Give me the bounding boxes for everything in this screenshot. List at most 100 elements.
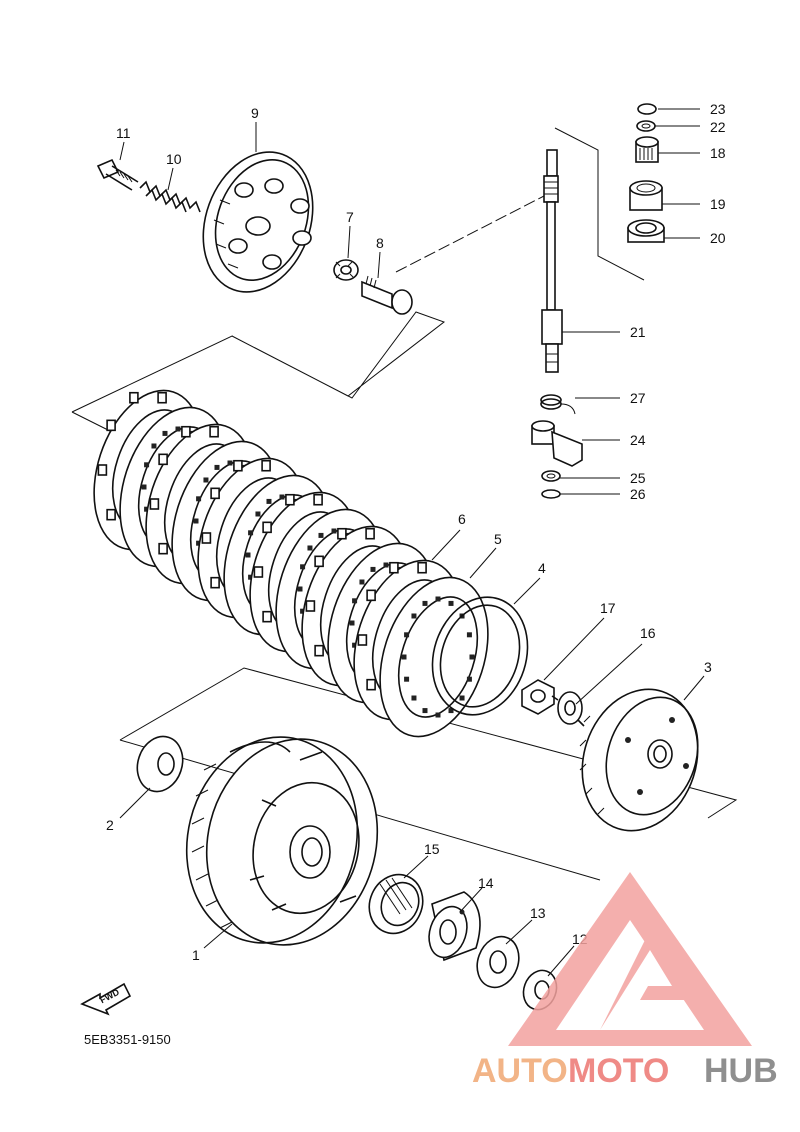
catalog-code: 5EB3351-9150 xyxy=(84,1032,171,1047)
plate-tooth xyxy=(151,443,157,449)
plate-tab xyxy=(262,610,272,623)
part-22-washer xyxy=(636,120,656,132)
plate-tooth xyxy=(383,562,389,568)
plate-tooth xyxy=(162,430,168,436)
plate-tooth xyxy=(435,596,441,602)
label-11: 11 xyxy=(116,125,131,141)
label-5: 5 xyxy=(494,531,502,547)
part-21-push-rod-shaft xyxy=(541,149,563,373)
plate-tab xyxy=(357,634,368,646)
plate-tab xyxy=(158,542,168,555)
part-3-clutch-boss xyxy=(579,688,699,832)
watermark-logo xyxy=(508,872,752,1046)
label-2: 2 xyxy=(106,817,114,833)
watermark-triangle-icon xyxy=(508,872,752,1046)
plate-tooth xyxy=(196,496,202,502)
plate-tab xyxy=(305,600,316,612)
label-19: 19 xyxy=(710,196,726,212)
plate-tab xyxy=(210,487,220,500)
part-8-push-rod xyxy=(361,275,413,315)
part-25-washer xyxy=(541,470,561,482)
plate-tab xyxy=(210,576,220,589)
watermark-hub: HUB xyxy=(704,1052,778,1090)
plate-tooth xyxy=(318,532,324,538)
label-15: 15 xyxy=(424,841,440,857)
part-27-spring xyxy=(540,394,576,415)
label-3: 3 xyxy=(704,659,712,675)
plate-tooth xyxy=(144,462,150,468)
plate-tab xyxy=(149,498,160,510)
plate-tooth xyxy=(411,695,417,701)
plate-tab xyxy=(201,532,212,544)
plate-tooth xyxy=(359,579,365,585)
label-21: 21 xyxy=(630,324,646,340)
label-23: 23 xyxy=(710,101,726,117)
part-23-circlip xyxy=(637,103,657,115)
plate-tooth xyxy=(227,460,233,466)
plate-tooth xyxy=(352,598,358,604)
plate-tab xyxy=(366,589,376,602)
part-14-spacer xyxy=(428,891,481,962)
label-26: 26 xyxy=(630,486,646,502)
plate-tooth xyxy=(466,676,472,682)
plate-tooth xyxy=(404,676,410,682)
part-13-washer xyxy=(476,935,520,989)
label-6: 6 xyxy=(458,511,466,527)
part-26-circlip xyxy=(541,489,561,499)
plate-tooth xyxy=(448,708,454,714)
plate-tab xyxy=(313,493,323,506)
label-14: 14 xyxy=(478,875,494,891)
plate-tab xyxy=(285,493,295,506)
plate-tooth xyxy=(255,511,261,517)
plate-tooth xyxy=(214,464,220,470)
part-1-clutch-housing xyxy=(185,736,379,946)
part-10-spring xyxy=(139,180,201,213)
plate-tab xyxy=(262,521,272,534)
plate-tab xyxy=(106,508,116,521)
plate-tooth xyxy=(297,586,303,592)
label-20: 20 xyxy=(710,230,726,246)
label-24: 24 xyxy=(630,432,646,448)
plate-tab xyxy=(97,464,108,476)
plate-tooth xyxy=(248,530,254,536)
leader-lines xyxy=(119,108,705,977)
plate-tooth xyxy=(193,518,199,524)
plate-tooth xyxy=(300,564,306,570)
plate-tab xyxy=(129,391,139,404)
part-labels: 11 10 9 7 8 23 22 18 19 20 21 27 24 25 2… xyxy=(106,101,726,963)
plate-tooth xyxy=(459,695,465,701)
part-18-bearing xyxy=(635,136,659,163)
plate-tooth xyxy=(448,600,454,606)
part-11-bolt xyxy=(96,158,139,191)
plate-tab xyxy=(337,527,347,540)
plate-tab xyxy=(181,425,191,438)
plate-tab xyxy=(366,678,376,691)
plate-tab xyxy=(417,561,427,574)
label-27: 27 xyxy=(630,390,646,406)
part-4-cushion-spring xyxy=(431,596,529,716)
part-24-push-lever xyxy=(531,420,583,467)
fwd-arrow: FWD xyxy=(80,982,132,1016)
part-2-thrust-washer xyxy=(136,735,184,793)
label-16: 16 xyxy=(640,625,656,641)
plate-tooth xyxy=(422,708,428,714)
plate-tooth xyxy=(411,613,417,619)
plate-tooth xyxy=(279,494,285,500)
plate-inner-ring xyxy=(397,596,479,718)
plate-tab xyxy=(314,555,324,568)
plate-tab xyxy=(253,566,264,578)
watermark-text: AUTO MOTO HUB xyxy=(472,1052,778,1090)
plate-tab xyxy=(157,391,167,404)
label-22: 22 xyxy=(710,119,726,135)
plate-tooth xyxy=(203,477,209,483)
part-9-pressure-plate xyxy=(202,151,314,293)
plate-tab xyxy=(261,459,271,472)
label-9: 9 xyxy=(251,105,259,121)
label-1: 1 xyxy=(192,947,200,963)
plate-tooth xyxy=(307,545,313,551)
part-19-bearing xyxy=(629,180,663,211)
plate-tooth xyxy=(266,498,272,504)
plate-tab xyxy=(209,425,219,438)
label-8: 8 xyxy=(376,235,384,251)
plate-tooth xyxy=(469,654,475,660)
